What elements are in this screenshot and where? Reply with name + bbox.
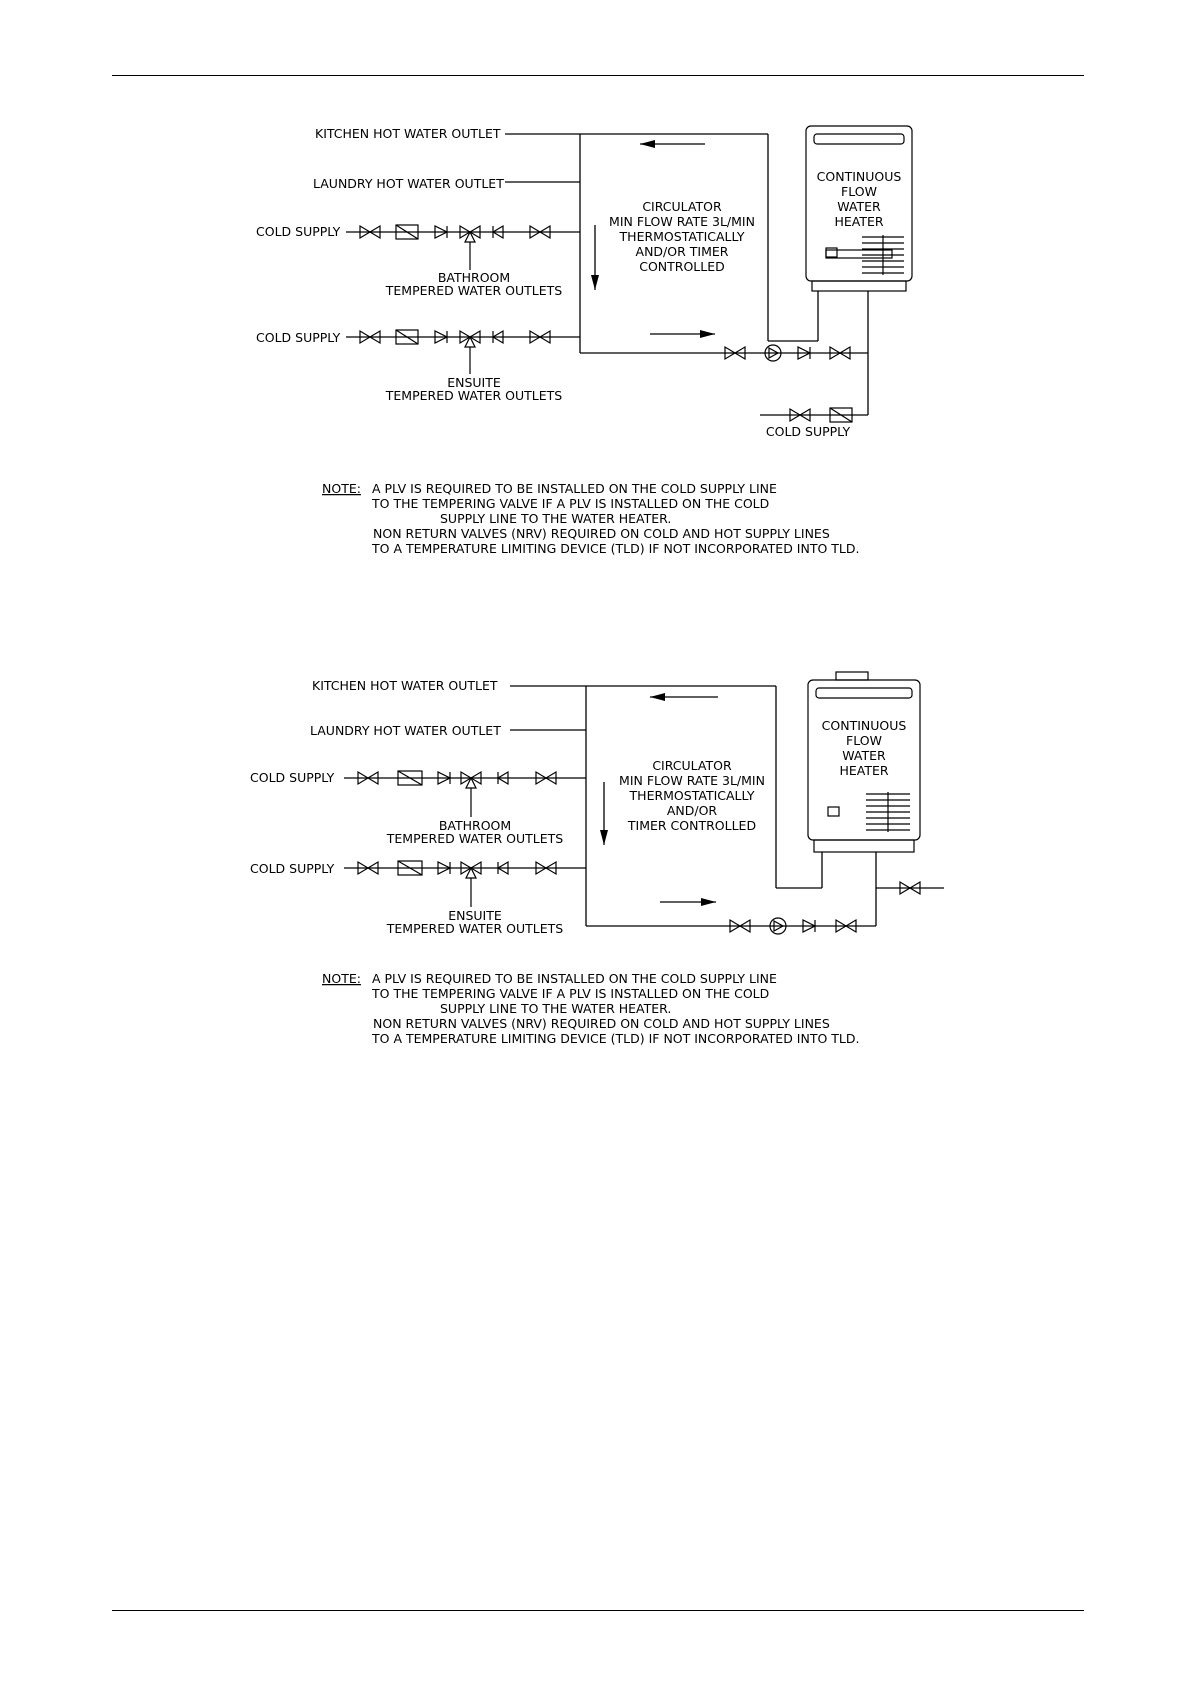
display-icon: [827, 806, 840, 817]
diagram-1-svg: KITCHEN HOT WATER OUTLET LAUNDRY HOT WAT…: [256, 125, 913, 556]
flow-arrow-icon: [660, 898, 716, 906]
tempered-outlets-label: TEMPERED WATER OUTLETS: [385, 388, 563, 403]
svg-text:CONTINUOUS: CONTINUOUS: [817, 169, 902, 184]
valve-train-icon: [357, 770, 557, 817]
svg-text:FLOW: FLOW: [841, 184, 877, 199]
circulator-label: CIRCULATOR: [652, 758, 732, 773]
valve-train-icon: [359, 329, 551, 374]
diagram-1: KITCHEN HOT WATER OUTLET LAUNDRY HOT WAT…: [0, 110, 1192, 570]
circulator-label: TIMER CONTROLLED: [627, 818, 756, 833]
note-line: TO THE TEMPERING VALVE IF A PLV IS INSTA…: [371, 986, 769, 1001]
circulator-label: MIN FLOW RATE 3L/MIN: [609, 214, 755, 229]
diagram-2: KITCHEN HOT WATER OUTLET LAUNDRY HOT WAT…: [0, 670, 1192, 1130]
tempered-outlets-label: TEMPERED WATER OUTLETS: [386, 921, 564, 936]
vent-grille-icon: [866, 792, 910, 832]
note-line: A PLV IS REQUIRED TO BE INSTALLED ON THE…: [372, 481, 777, 496]
svg-text:CONTINUOUS: CONTINUOUS: [822, 718, 907, 733]
circulator-label: THERMOSTATICALLY: [619, 229, 745, 244]
flow-arrow-icon: [640, 140, 705, 148]
bottom-rule: [112, 1610, 1084, 1611]
diagram-2-svg: KITCHEN HOT WATER OUTLET LAUNDRY HOT WAT…: [250, 671, 944, 1046]
note-line: SUPPLY LINE TO THE WATER HEATER.: [440, 1001, 671, 1016]
laundry-label: LAUNDRY HOT WATER OUTLET: [310, 723, 501, 738]
circulator-label: CONTROLLED: [639, 259, 725, 274]
note-label: NOTE:: [322, 481, 361, 496]
cold-supply-label: COLD SUPPLY: [250, 770, 335, 785]
ensuite-label: ENSUITE: [447, 375, 501, 390]
tempered-outlets-label: TEMPERED WATER OUTLETS: [385, 283, 563, 298]
note-line: NON RETURN VALVES (NRV) REQUIRED ON COLD…: [373, 1016, 830, 1031]
pump-valve-train-icon: [724, 344, 851, 362]
cold-supply-valve-icon: [899, 880, 921, 896]
bathroom-label: BATHROOM: [438, 270, 510, 285]
tempered-outlets-label: TEMPERED WATER OUTLETS: [386, 831, 564, 846]
note-line: TO A TEMPERATURE LIMITING DEVICE (TLD) I…: [371, 541, 859, 556]
cold-supply-label: COLD SUPPLY: [256, 330, 341, 345]
circulator-label: THERMOSTATICALLY: [629, 788, 755, 803]
laundry-label: LAUNDRY HOT WATER OUTLET: [313, 176, 504, 191]
svg-text:WATER: WATER: [842, 748, 886, 763]
note-line: TO A TEMPERATURE LIMITING DEVICE (TLD) I…: [371, 1031, 859, 1046]
vent-grille-icon: [862, 235, 904, 275]
circulator-label: MIN FLOW RATE 3L/MIN: [619, 773, 765, 788]
circulator-label: AND/OR: [667, 803, 718, 818]
water-heater: CONTINUOUS FLOW WATER HEATER: [805, 125, 913, 292]
kitchen-label: KITCHEN HOT WATER OUTLET: [312, 678, 498, 693]
note-label: NOTE:: [322, 971, 361, 986]
valve-train-icon: [359, 224, 551, 270]
svg-text:FLOW: FLOW: [846, 733, 882, 748]
flow-arrow-icon: [650, 330, 715, 338]
cold-supply-label: COLD SUPPLY: [250, 861, 335, 876]
cold-supply-label: COLD SUPPLY: [766, 424, 851, 439]
svg-text:HEATER: HEATER: [834, 214, 883, 229]
water-heater: CONTINUOUS FLOW WATER HEATER: [807, 671, 921, 853]
valve-train-icon: [357, 860, 557, 907]
svg-text:WATER: WATER: [837, 199, 881, 214]
note-line: A PLV IS REQUIRED TO BE INSTALLED ON THE…: [372, 971, 777, 986]
svg-text:HEATER: HEATER: [839, 763, 888, 778]
ensuite-label: ENSUITE: [448, 908, 502, 923]
cold-supply-label: COLD SUPPLY: [256, 224, 341, 239]
note-line: NON RETURN VALVES (NRV) REQUIRED ON COLD…: [373, 526, 830, 541]
flow-arrow-down-icon: [591, 225, 599, 290]
pump-valve-train-icon: [729, 917, 857, 935]
display-icon: [825, 247, 838, 258]
circulator-label: AND/OR TIMER: [636, 244, 729, 259]
bathroom-label: BATHROOM: [439, 818, 511, 833]
note-line: SUPPLY LINE TO THE WATER HEATER.: [440, 511, 671, 526]
cold-supply-valve-icon: [789, 407, 853, 423]
kitchen-label: KITCHEN HOT WATER OUTLET: [315, 126, 501, 141]
top-rule: [112, 75, 1084, 76]
flow-arrow-icon: [650, 693, 718, 701]
circulator-label: CIRCULATOR: [642, 199, 722, 214]
flow-arrow-down-icon: [600, 782, 608, 845]
note-line: TO THE TEMPERING VALVE IF A PLV IS INSTA…: [371, 496, 769, 511]
